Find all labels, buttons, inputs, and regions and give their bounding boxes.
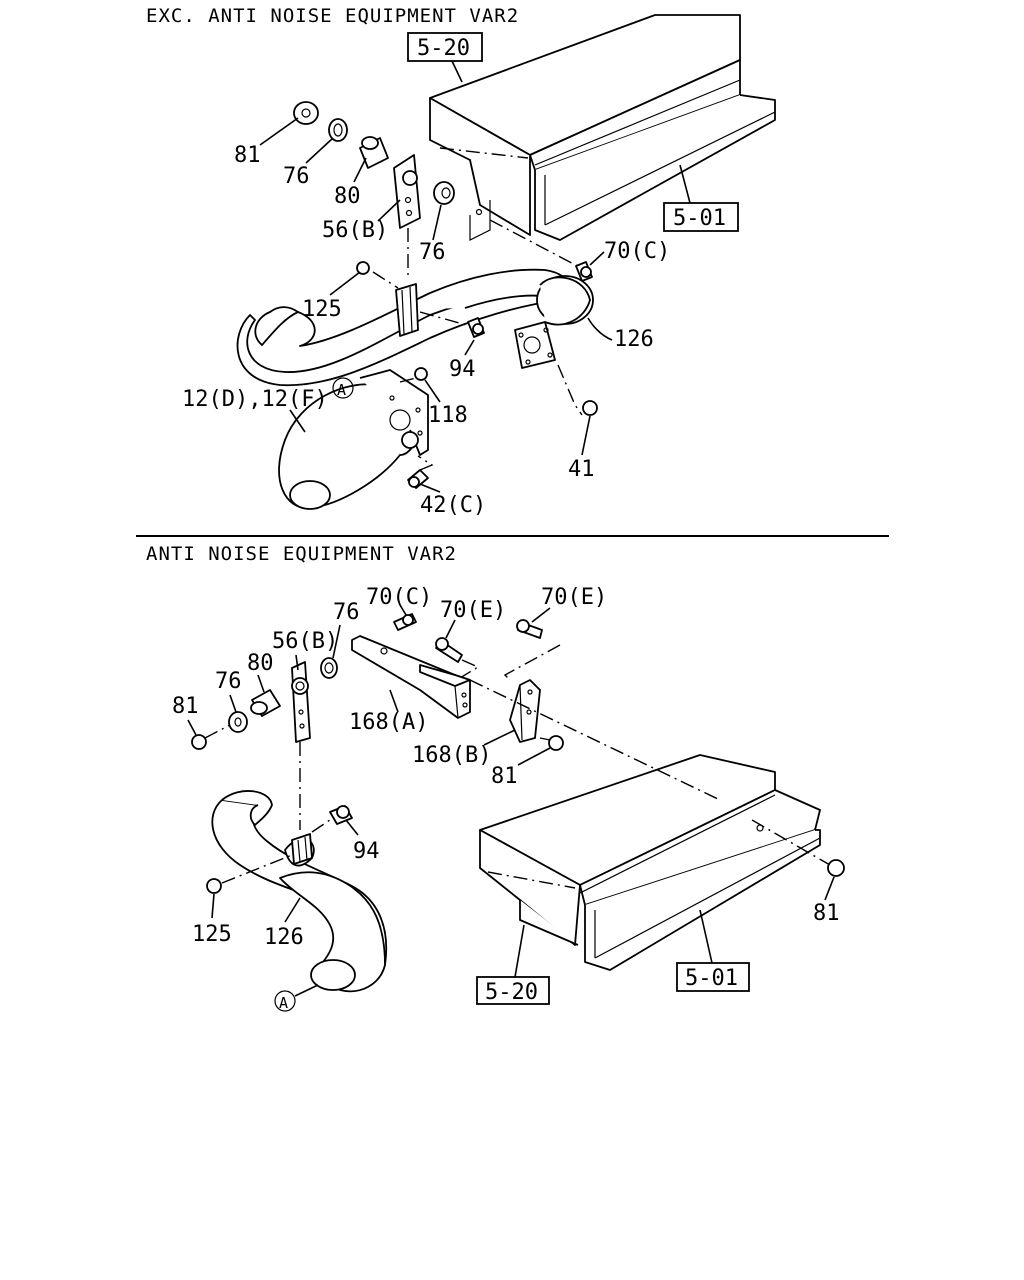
bottom-nut-81-c [827, 859, 845, 877]
bottom-exhaust-pipe [211, 790, 388, 993]
top-label-80: 80 [334, 184, 361, 209]
top-label-a: A [337, 381, 346, 399]
top-label-118: 118 [428, 403, 468, 428]
bottom-section-title: ANTI NOISE EQUIPMENT VAR2 [146, 543, 457, 565]
bottom-nut-125 [206, 878, 222, 894]
top-nut-41 [582, 400, 598, 416]
bottom-bolt-70e-2 [516, 619, 543, 639]
top-label-125: 125 [302, 297, 342, 322]
bottom-bolt-94 [311, 805, 353, 833]
top-bolt-94 [467, 317, 485, 338]
top-label-81: 81 [234, 143, 261, 168]
bottom-label-81-b: 81 [491, 764, 518, 789]
bottom-bolt-70c [393, 613, 417, 631]
top-nut-125 [356, 261, 370, 275]
top-bolt-70c [575, 261, 593, 282]
top-label-126: 126 [614, 327, 654, 352]
bottom-label-168a: 168(A) [349, 710, 428, 735]
bottom-label-126: 126 [264, 925, 304, 950]
bottom-label-81-a: 81 [172, 694, 199, 719]
ref-box-5-01-bottom [676, 962, 750, 992]
bottom-label-125: 125 [192, 922, 232, 947]
ref-5-01-bottom: 5-01 [685, 966, 738, 991]
bottom-label-a: A [279, 994, 288, 1012]
top-reference-circle-a [332, 377, 354, 399]
bottom-bracket-56b [291, 661, 311, 830]
bottom-frame-assembly [469, 679, 831, 971]
top-section-title: EXC. ANTI NOISE EQUIPMENT VAR2 [146, 5, 519, 27]
bottom-washer-76-a [320, 657, 338, 679]
bottom-label-168b: 168(B) [412, 743, 491, 768]
bottom-label-56b: 56(B) [272, 629, 338, 654]
top-label-76-a: 76 [283, 164, 310, 189]
bottom-reference-circle-a [274, 990, 296, 1012]
top-exhaust-pipe [236, 268, 594, 416]
bottom-label-80: 80 [247, 651, 274, 676]
bottom-label-70e-1: 70(E) [440, 598, 506, 623]
top-label-56b: 56(B) [322, 218, 388, 243]
bottom-bolt-70e-1 [435, 637, 463, 663]
bottom-label-76-b: 76 [215, 669, 242, 694]
top-frame-assembly [429, 14, 776, 271]
ref-box-5-20-top [407, 32, 483, 62]
top-label-12: 12(D),12(F) [182, 387, 328, 412]
bottom-label-70c: 70(C) [366, 585, 432, 610]
top-label-70c: 70(C) [604, 239, 670, 264]
ref-5-20-bottom: 5-20 [485, 980, 538, 1005]
top-muffler [278, 369, 429, 510]
bottom-bracket-168b [509, 679, 541, 743]
ref-5-01-top: 5-01 [673, 206, 726, 231]
ref-5-20-top: 5-20 [417, 36, 470, 61]
ref-box-5-01-top [663, 202, 739, 232]
bottom-label-76-a: 76 [333, 600, 360, 625]
bottom-bracket-168a [351, 635, 471, 719]
top-nut-118 [414, 367, 428, 381]
bottom-label-81-c: 81 [813, 901, 840, 926]
ref-box-5-20-bottom [476, 976, 550, 1005]
bottom-label-70e-2: 70(E) [541, 585, 607, 610]
bottom-label-94: 94 [353, 839, 380, 864]
bottom-nut-81-b [548, 735, 564, 751]
top-label-94: 94 [449, 357, 476, 382]
top-hardware-stack [293, 101, 455, 280]
top-label-41: 41 [568, 457, 595, 482]
bottom-nut-81-a [191, 734, 207, 750]
bottom-washer-76-b [228, 711, 248, 733]
top-label-76-b: 76 [419, 240, 446, 265]
top-label-42c: 42(C) [420, 493, 486, 518]
top-bolt-42c [407, 455, 434, 489]
bottom-bushing-80 [250, 689, 281, 717]
